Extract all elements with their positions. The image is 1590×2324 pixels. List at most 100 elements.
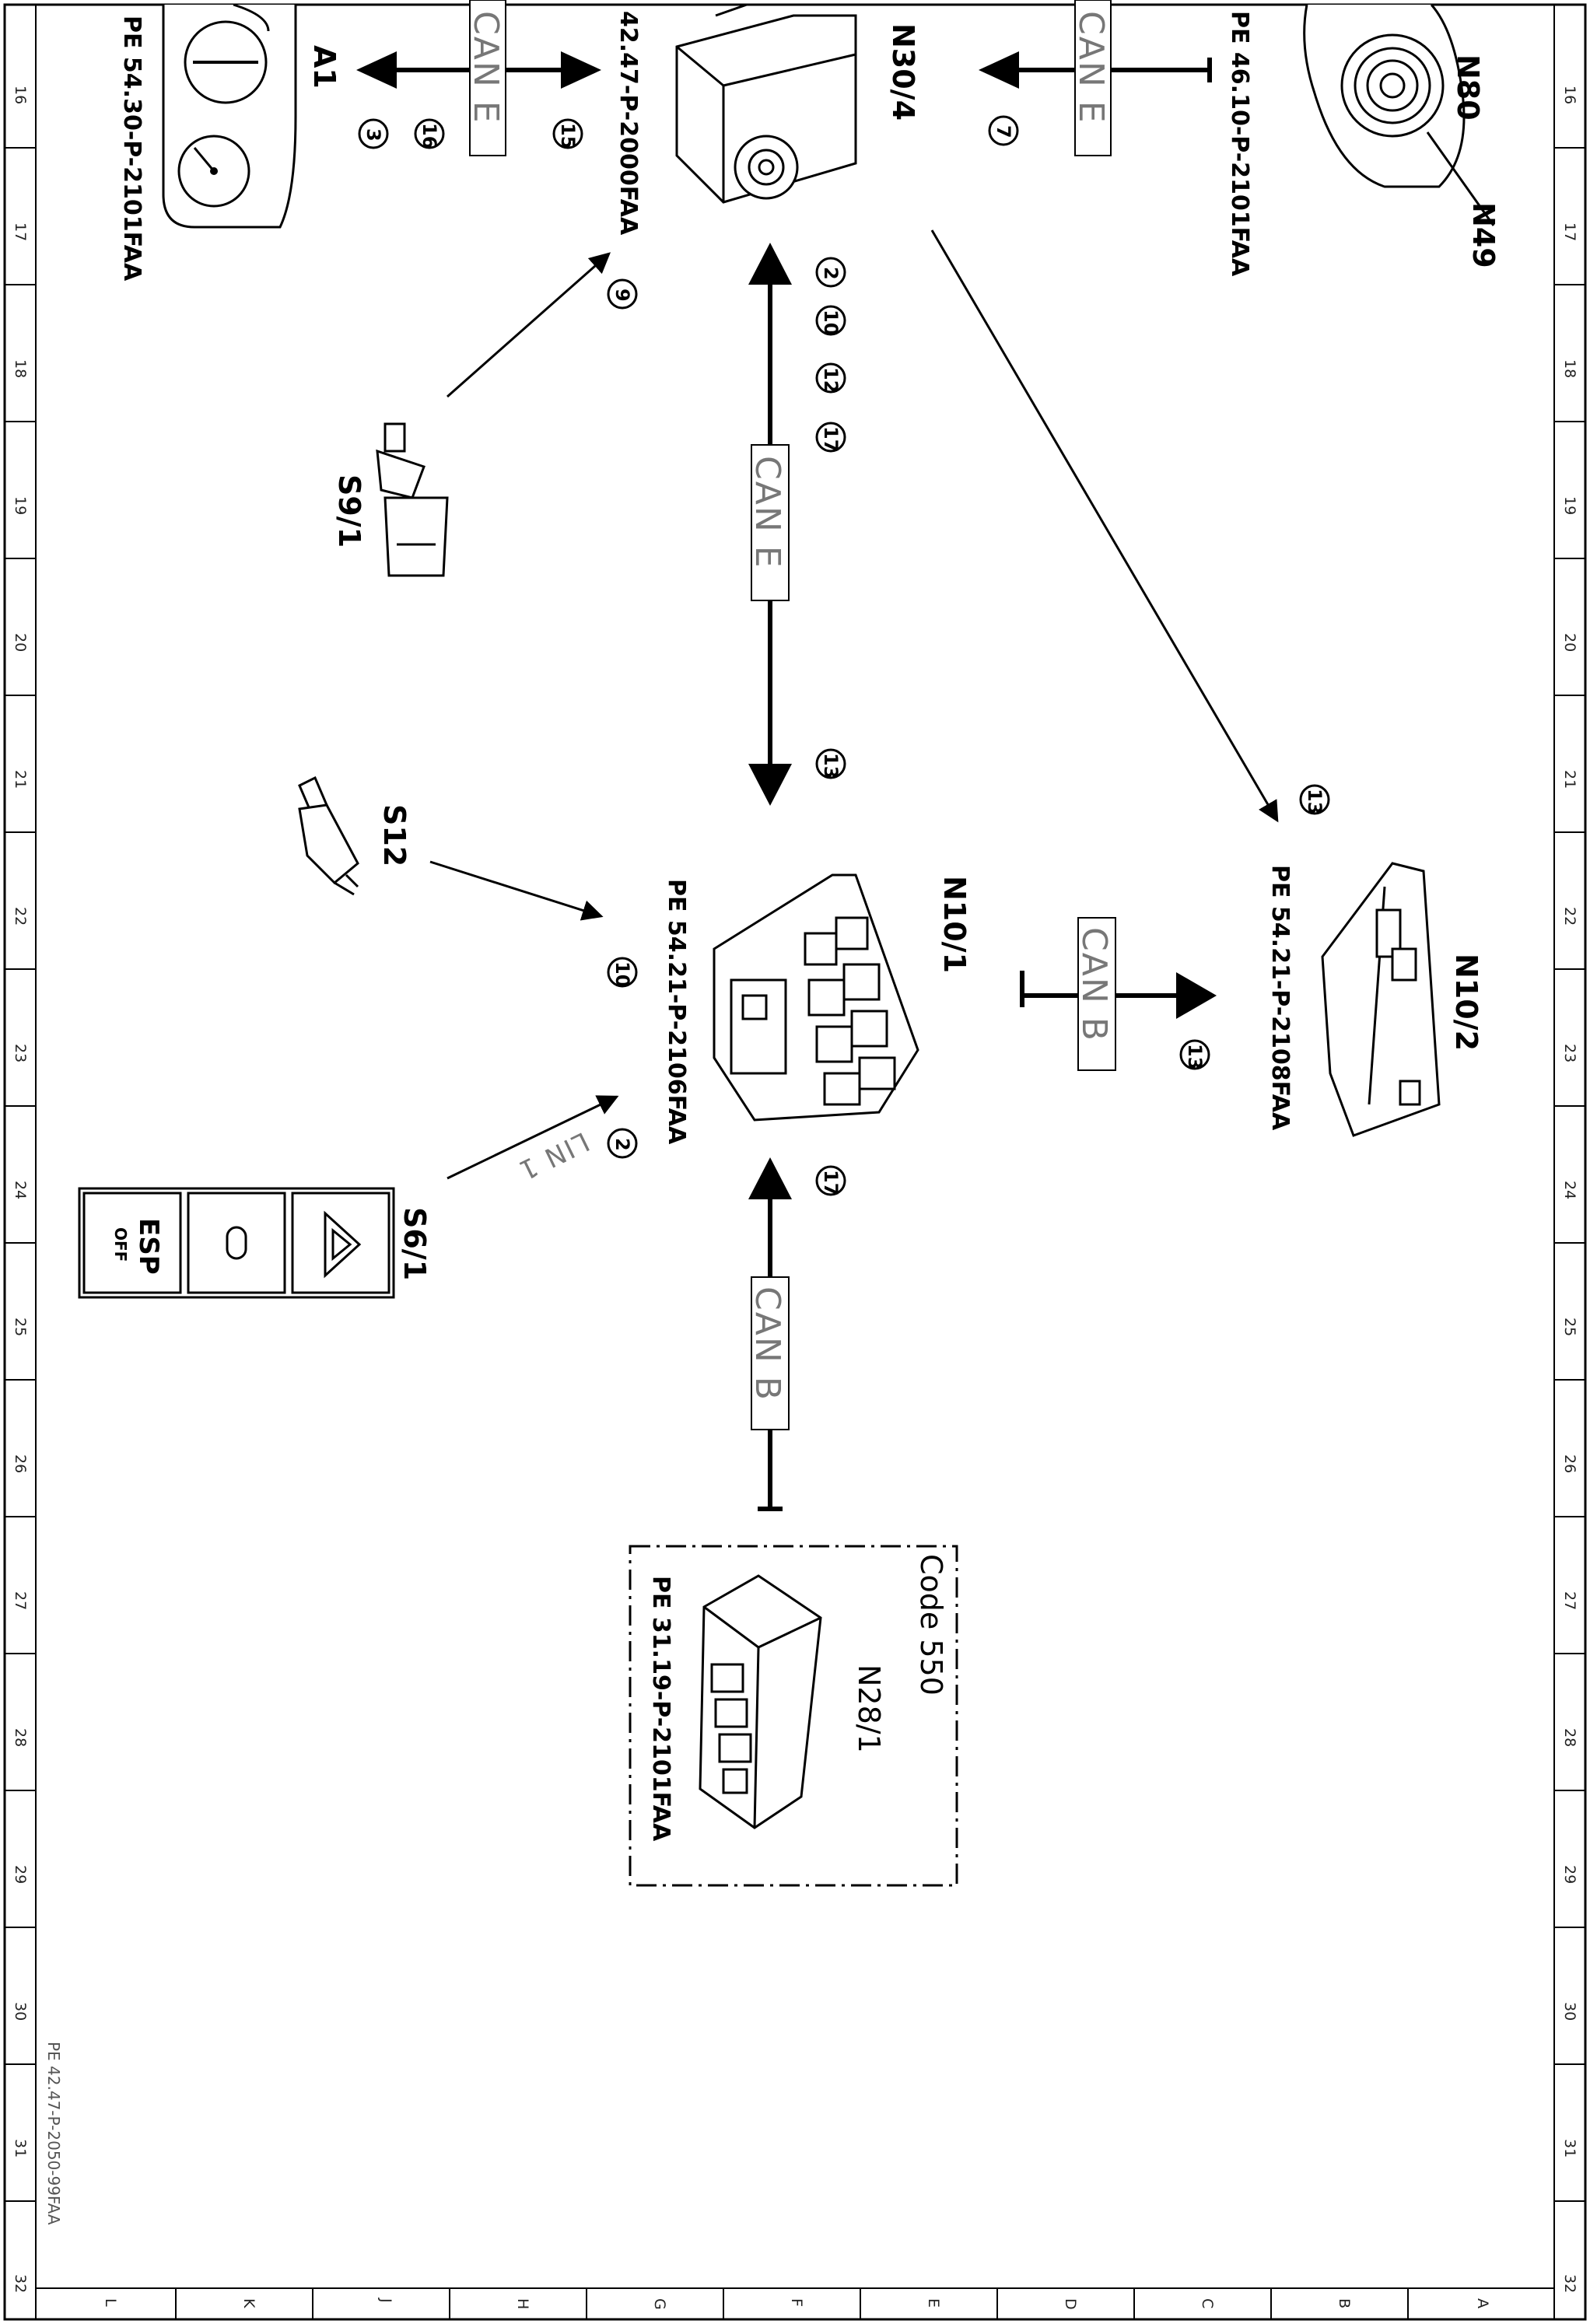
svg-text:9: 9 [611, 289, 633, 302]
component-ref-n10-2: PE 54.21-P-2108FAA [1266, 865, 1294, 1131]
row-numbers-right: 16 17 18 19 20 21 22 23 24 25 26 27 28 2… [1561, 86, 1578, 2293]
row-number: 22 [12, 907, 29, 926]
callout-10: 10 [607, 957, 638, 988]
row-number: 24 [1561, 1181, 1578, 1199]
component-label-n10-2: N10/2 [1449, 954, 1483, 1051]
instrument-cluster-a1 [162, 3, 297, 229]
row-number: 22 [1561, 907, 1578, 926]
option-code: Code 550 [914, 1554, 948, 1696]
switch-panel-s6-1 [78, 1187, 395, 1299]
row-number: 16 [1561, 86, 1578, 104]
arrowhead [748, 764, 792, 806]
callout-16: 16 [414, 118, 445, 149]
bus-label-box [751, 1276, 790, 1430]
bus-label-can-b: CAN B [1074, 927, 1114, 1042]
row-number: 21 [12, 770, 29, 789]
row-number: 23 [1561, 1044, 1578, 1062]
component-label-n28-1: N28/1 [852, 1664, 886, 1753]
bus-label-can-e: CAN E [1071, 11, 1111, 124]
row-number: 18 [1561, 359, 1578, 378]
row-number: 31 [1561, 2139, 1578, 2158]
component-label-n49: N49 [1466, 202, 1501, 268]
column-letter: L [102, 2298, 119, 2307]
row-number: 24 [12, 1181, 29, 1199]
svg-text:13: 13 [820, 753, 842, 779]
component-label-s12: S12 [377, 804, 412, 866]
esp-label: ESP [133, 1218, 164, 1275]
column-letter: D [1062, 2298, 1079, 2310]
signal-line-n30-n10-2 [930, 229, 1279, 823]
row-number: 30 [12, 2002, 29, 2021]
callout-2: 2 [607, 1128, 638, 1159]
column-letter: K [240, 2298, 257, 2308]
drawing-frame [3, 3, 1587, 2321]
svg-text:17: 17 [820, 426, 842, 452]
component-label-n10-1: N10/1 [937, 876, 972, 973]
row-number: 27 [1561, 1591, 1578, 1610]
switch-s9-1 [376, 422, 449, 577]
svg-text:7: 7 [993, 125, 1014, 138]
svg-text:12: 12 [820, 367, 842, 393]
row-number: 32 [12, 2274, 29, 2293]
column-letter: C [1199, 2298, 1216, 2308]
row-number: 20 [12, 633, 29, 652]
bus-label-can-b: CAN B [748, 1286, 787, 1402]
indicator-icon [226, 1226, 247, 1260]
column-letter: A [1474, 2298, 1491, 2308]
row-ticks [5, 147, 1585, 2202]
arrowhead [561, 51, 601, 89]
svg-text:17: 17 [820, 1170, 842, 1195]
column-letter: G [651, 2298, 668, 2310]
column-letter: H [514, 2298, 531, 2309]
row-number: 29 [12, 1865, 29, 1884]
row-number: 17 [12, 222, 29, 241]
arrowhead [356, 51, 397, 89]
component-label-n80: N80 [1451, 54, 1485, 121]
row-number: 25 [1561, 1318, 1578, 1336]
row-number: 26 [1561, 1454, 1578, 1473]
row-number: 25 [12, 1318, 29, 1336]
row-number: 20 [1561, 633, 1578, 652]
row-number: 23 [12, 1044, 29, 1062]
callout-13: 13 [1299, 784, 1330, 815]
row-numbers-left: 16 17 18 19 20 21 22 23 24 25 26 27 28 2… [12, 86, 29, 2293]
row-number: 19 [1561, 496, 1578, 515]
callout-10: 10 [815, 305, 846, 336]
sam-control-unit-n10-1 [713, 873, 919, 1122]
row-number: 30 [1561, 2002, 1578, 2021]
component-ref-n80: PE 46.10-P-2101FAA [1226, 11, 1253, 277]
svg-text:16: 16 [419, 123, 440, 149]
bus-label-box [1074, 0, 1112, 156]
row-number: 32 [1561, 2274, 1578, 2293]
arrowhead [979, 51, 1019, 89]
row-number: 29 [1561, 1865, 1578, 1884]
callout-7: 7 [988, 115, 1019, 146]
signal-line-s12 [429, 860, 604, 921]
component-ref-a1: PE 54.30-P-2101FAA [118, 16, 145, 282]
callout-3: 3 [358, 118, 389, 149]
document-reference: PE 42.47-P-2050-99FAA [44, 2042, 63, 2225]
component-label-s9-1: S9/1 [332, 474, 366, 548]
esp-control-unit-n30-4 [675, 3, 857, 204]
bus-label-can-e: CAN E [748, 456, 787, 569]
svg-text:10: 10 [611, 961, 633, 987]
column-letters: A B C D E F G H J K L [102, 2298, 1491, 2310]
row-number: 28 [12, 1728, 29, 1747]
callout-12: 12 [815, 362, 846, 394]
arrowhead [1176, 972, 1217, 1019]
component-ref-n28-1: PE 31.19-P-2101FAA [647, 1576, 674, 1842]
bus-label-box [469, 0, 506, 156]
trailer-module-n28-1 [699, 1574, 822, 1829]
callout-13: 13 [1179, 1039, 1210, 1070]
svg-text:13: 13 [1304, 789, 1326, 814]
row-number: 31 [12, 2139, 29, 2158]
svg-text:3: 3 [362, 128, 384, 142]
esp-off-label: OFF [111, 1227, 130, 1262]
component-label-n30-4: N30/4 [886, 23, 920, 121]
row-number: 16 [12, 86, 29, 104]
column-letter: F [788, 2298, 805, 2307]
column-letter: E [925, 2298, 942, 2308]
column-ticks [175, 2288, 1409, 2319]
signal-line-s9-1 [447, 252, 611, 398]
callout-17: 17 [815, 1165, 846, 1196]
